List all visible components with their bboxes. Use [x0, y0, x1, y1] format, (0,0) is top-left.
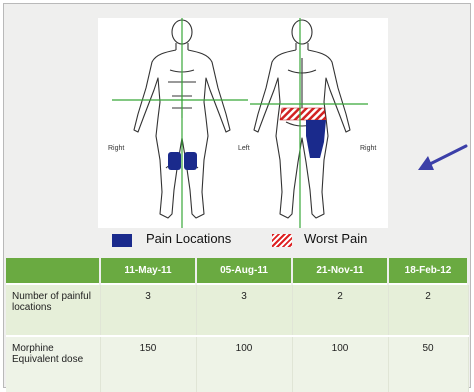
- table-header-cell: 11-May-11: [100, 258, 196, 284]
- table-header-cell: [6, 258, 100, 284]
- table-cell: 50: [388, 336, 468, 392]
- table-header-cell: 18-Feb-12: [388, 258, 468, 284]
- table-cell: 150: [100, 336, 196, 392]
- front-right-label: Right: [108, 145, 124, 152]
- table-row: Number of painful locations 3 3 2 2: [6, 284, 468, 336]
- row-label: Number of painful locations: [6, 284, 100, 336]
- back-pain-location: [306, 120, 326, 158]
- table-header-row: 11-May-11 05-Aug-11 21-Nov-11 18-Feb-12: [6, 258, 468, 284]
- front-crosshair: [112, 18, 248, 228]
- table-header-cell: 21-Nov-11: [292, 258, 388, 284]
- pain-data-table: 11-May-11 05-Aug-11 21-Nov-11 18-Feb-12 …: [6, 258, 469, 392]
- row-label: Morphine Equivalent dose: [6, 336, 100, 392]
- pain-locations-label: Pain Locations: [146, 231, 231, 246]
- legend: Pain Locations Worst Pain: [108, 229, 408, 251]
- worst-pain-swatch: [272, 234, 292, 247]
- worst-pain-label: Worst Pain: [304, 231, 367, 246]
- back-worst-pain-area: [280, 108, 326, 120]
- front-left-label: Left: [238, 145, 250, 152]
- table-row: Morphine Equivalent dose 150 100 100 50: [6, 336, 468, 392]
- table-header-cell: 05-Aug-11: [196, 258, 292, 284]
- table-cell: 2: [292, 284, 388, 336]
- body-diagram-svg: Right Left Right: [98, 18, 388, 228]
- arrow-left-icon: [414, 140, 470, 180]
- body-diagram-figure: Right Left Right: [98, 18, 388, 228]
- table-cell: 3: [196, 284, 292, 336]
- pain-locations-swatch: [112, 234, 132, 247]
- table-cell: 100: [292, 336, 388, 392]
- table-cell: 3: [100, 284, 196, 336]
- table-cell: 100: [196, 336, 292, 392]
- table-cell: 2: [388, 284, 468, 336]
- back-right-label: Right: [360, 145, 376, 152]
